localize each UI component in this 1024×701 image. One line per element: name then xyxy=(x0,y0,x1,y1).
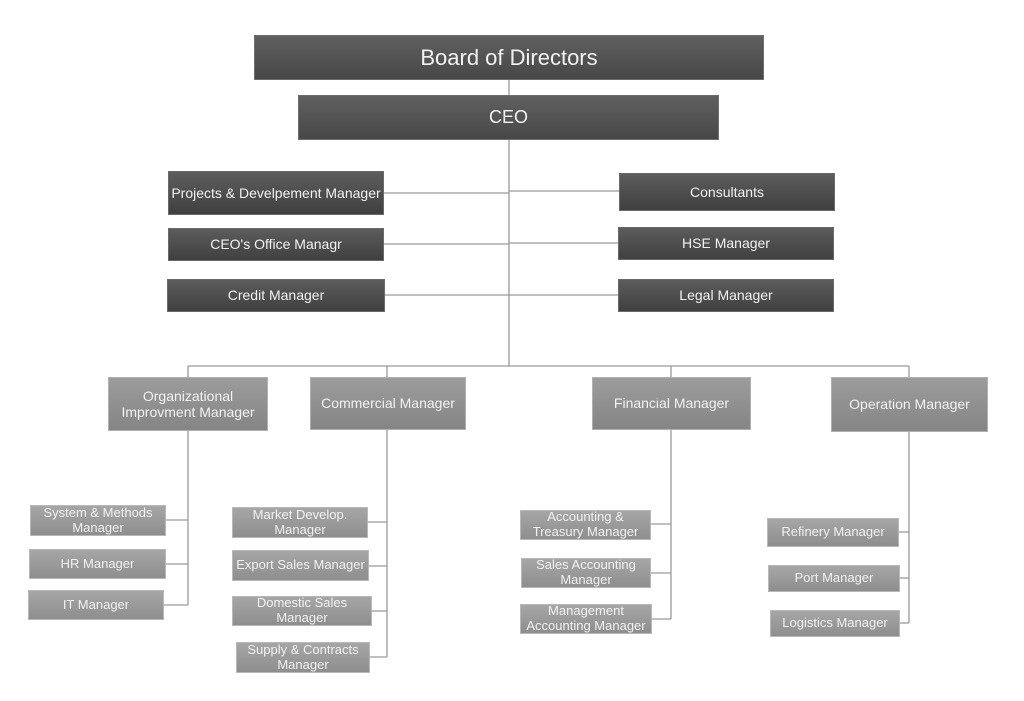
staff-hse-box: HSE Manager xyxy=(618,227,834,260)
report-label: Accounting & Treasury Manager xyxy=(532,509,639,539)
report-label: System & Methods Manager xyxy=(43,504,153,535)
report-label: Domestic Sales Manager xyxy=(256,595,348,625)
staff-ceo-office-box: CEO's Office Managr xyxy=(168,228,384,261)
report-port-box: Port Manager xyxy=(768,565,900,592)
ceo-label: CEO xyxy=(488,107,528,128)
report-label: Management Accounting Manager xyxy=(526,603,646,633)
staff-credit-box: Credit Manager xyxy=(167,279,385,312)
report-label: Refinery Manager xyxy=(781,524,885,540)
staff-consultants-box: Consultants xyxy=(619,173,835,211)
report-domestic-sales-box: Domestic Sales Manager xyxy=(232,595,372,626)
dept-label: Operation Manager xyxy=(849,396,970,413)
report-export-sales-box: Export Sales Manager xyxy=(232,550,369,581)
staff-label: HSE Manager xyxy=(682,235,770,252)
report-refinery-box: Refinery Manager xyxy=(767,518,899,547)
report-logistics-box: Logistics Manager xyxy=(770,610,900,637)
report-label: Supply & Contracts Manager xyxy=(247,641,359,672)
report-sales-accounting-box: Sales Accounting Manager xyxy=(521,557,651,588)
report-hr-box: HR Manager xyxy=(29,549,166,579)
dept-label: Commercial Manager xyxy=(321,395,455,412)
report-label: IT Manager xyxy=(62,596,130,612)
report-label: Port Manager xyxy=(794,570,874,586)
dept-financial-box: Financial Manager xyxy=(592,377,751,430)
report-accounting-treasury-box: Accounting & Treasury Manager xyxy=(520,509,651,540)
report-label: HR Manager xyxy=(60,555,135,571)
staff-legal-box: Legal Manager xyxy=(618,279,834,312)
ceo-box: CEO xyxy=(298,95,719,140)
staff-label: Credit Manager xyxy=(227,287,325,304)
staff-projects-development-box: Projects & Develpement Manager xyxy=(168,171,384,215)
dept-label: Organizational Improvment Manager xyxy=(121,387,255,420)
report-it-box: IT Manager xyxy=(28,590,164,620)
report-label: Sales Accounting Manager xyxy=(536,557,636,587)
staff-label: CEO's Office Managr xyxy=(210,236,342,253)
report-market-develop-box: Market Develop. Manager xyxy=(232,507,368,538)
staff-label: Legal Manager xyxy=(679,287,773,304)
dept-operation-box: Operation Manager xyxy=(831,377,988,432)
report-label: Market Develop. Manager xyxy=(252,506,348,537)
staff-label: Consultants xyxy=(690,183,764,200)
dept-commercial-box: Commercial Manager xyxy=(310,377,466,430)
board-label: Board of Directors xyxy=(420,44,598,70)
report-management-accounting-box: Management Accounting Manager xyxy=(520,603,652,634)
report-supply-contracts-box: Supply & Contracts Manager xyxy=(236,642,370,673)
report-system-methods-box: System & Methods Manager xyxy=(30,505,166,536)
dept-organizational-box: Organizational Improvment Manager xyxy=(108,377,268,431)
dept-label: Financial Manager xyxy=(613,395,730,412)
staff-label: Projects & Develpement Manager xyxy=(171,184,381,201)
board-of-directors-box: Board of Directors xyxy=(254,35,764,80)
report-label: Export Sales Manager xyxy=(236,557,365,573)
report-label: Logistics Manager xyxy=(782,615,888,631)
